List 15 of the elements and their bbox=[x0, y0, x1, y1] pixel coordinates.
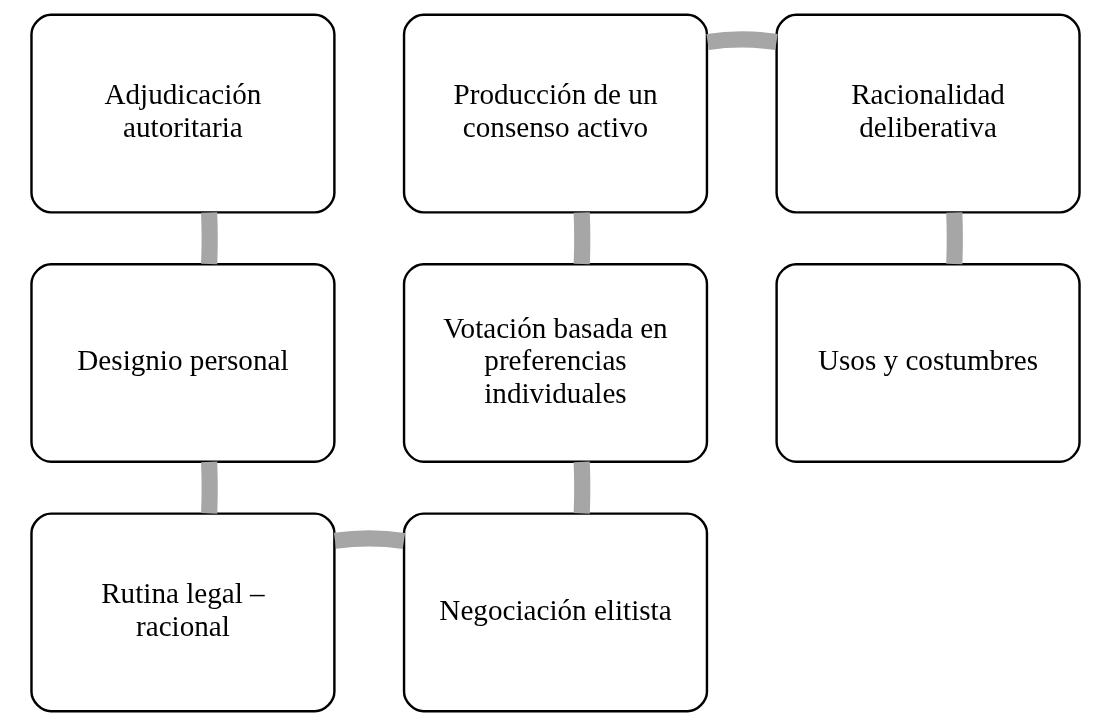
node-box: Usos y costumbres bbox=[774, 262, 1081, 464]
connector bbox=[333, 530, 405, 549]
connector bbox=[200, 461, 218, 514]
connector bbox=[945, 212, 963, 265]
node-box: Designio personal bbox=[29, 262, 336, 464]
connector bbox=[573, 461, 590, 514]
connector bbox=[573, 212, 590, 265]
node-box: Producción de un consenso activo bbox=[402, 13, 708, 214]
node-box: Racionalidad deliberativa bbox=[774, 13, 1081, 214]
node-box: Adjudicación autoritaria bbox=[29, 13, 336, 214]
node-box: Negociación elitista bbox=[402, 512, 708, 713]
connector bbox=[200, 212, 218, 265]
connector bbox=[706, 31, 778, 51]
node-box: Rutina legal – racional bbox=[29, 512, 336, 713]
node-box: Votación basada en preferencias individuales bbox=[402, 262, 708, 464]
